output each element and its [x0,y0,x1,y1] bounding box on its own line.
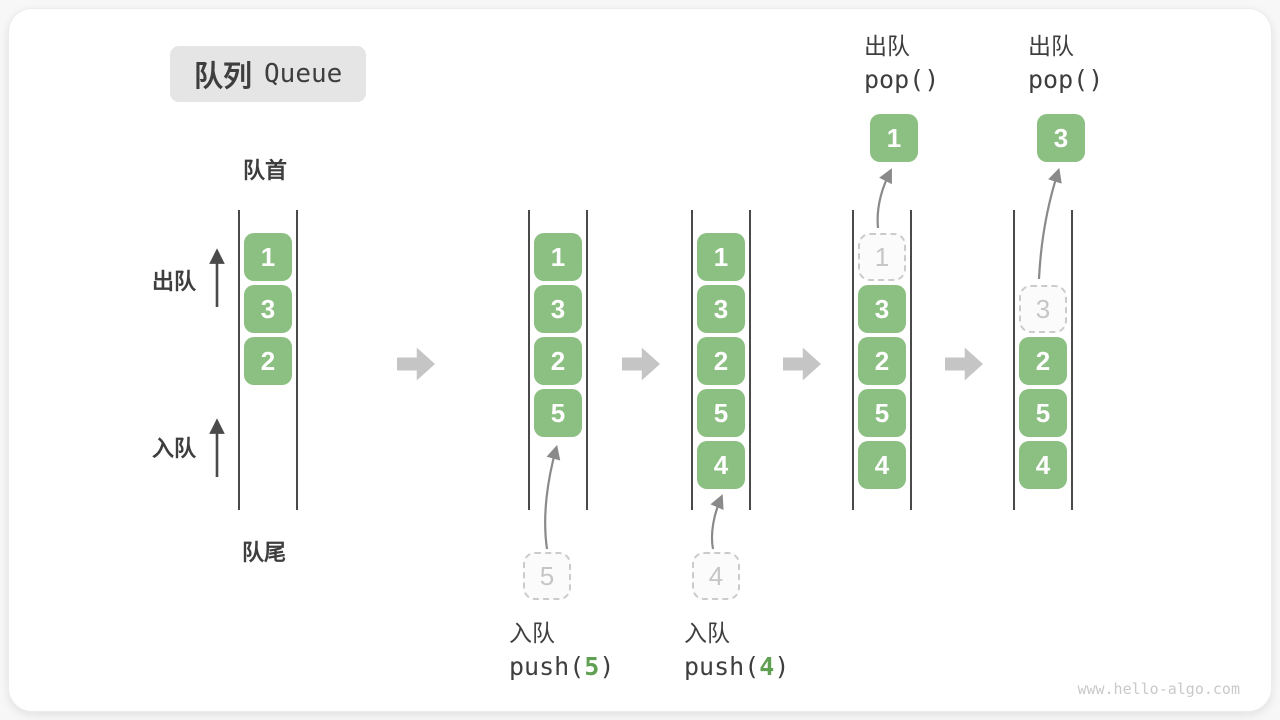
queue-item: 1 [244,233,292,281]
title-zh: 队列 [194,61,253,93]
queue-item: 4 [697,441,745,489]
queue-item: 5 [534,389,582,437]
queue-item: 2 [534,337,582,385]
queue-item: 1 [534,233,582,281]
stage-transition-arrow-icon [783,347,821,381]
queue-column [691,210,751,510]
queue-item: 3 [858,285,906,333]
queue-column [1013,210,1073,510]
queue-item: 4 [858,441,906,489]
caption-code: push(5) [509,652,615,681]
op-label-zh: 出队 [1028,33,1074,59]
popped-item: 1 [870,114,918,162]
stage-transition-arrow-icon [622,347,660,381]
queue-item: 4 [1019,441,1067,489]
queue-column [852,210,912,510]
queue-item: 2 [1019,337,1067,385]
queue-item-dashed: 1 [858,233,906,281]
stage-transition-arrow-icon [945,347,983,381]
op-label-zh: 出队 [864,33,910,59]
queue-item: 5 [1019,389,1067,437]
push-operation-label: 入队 push(4) [684,616,789,684]
caption-code-arg: 4 [759,652,775,681]
caption-label-zh: 入队 [509,620,555,646]
caption-label-zh: 入队 [684,620,730,646]
queue-item: 2 [858,337,906,385]
push-operation-label: 入队 push(5) [509,616,614,684]
op-label-code: pop() [864,65,940,94]
queue-item: 3 [697,285,745,333]
enqueue-side-label: 入队 [152,436,197,461]
pop-operation-label: 出队 pop() [864,30,939,96]
queue-rear-label: 队尾 [242,540,287,565]
title-en: Queue [264,59,343,89]
queue-item: 1 [697,233,745,281]
queue-item: 3 [534,285,582,333]
op-label-code: pop() [1028,65,1104,94]
queue-item: 2 [697,337,745,385]
caption-code: push(4) [684,652,790,681]
popped-item: 3 [1037,114,1085,162]
watermark: www.hello-algo.com [1077,680,1240,698]
queue-item: 5 [858,389,906,437]
title-badge: 队列 Queue [170,46,367,102]
queue-column [238,210,298,510]
queue-item: 3 [244,285,292,333]
incoming-item: 4 [692,552,740,600]
queue-front-label: 队首 [243,158,288,183]
queue-column [528,210,588,510]
queue-item: 5 [697,389,745,437]
caption-code-arg: 5 [584,652,600,681]
pop-operation-label: 出队 pop() [1028,30,1103,96]
queue-item: 2 [244,337,292,385]
dequeue-side-label: 出队 [152,269,197,294]
stage-transition-arrow-icon [397,347,435,381]
queue-item-dashed: 3 [1019,285,1067,333]
incoming-item: 5 [523,552,571,600]
